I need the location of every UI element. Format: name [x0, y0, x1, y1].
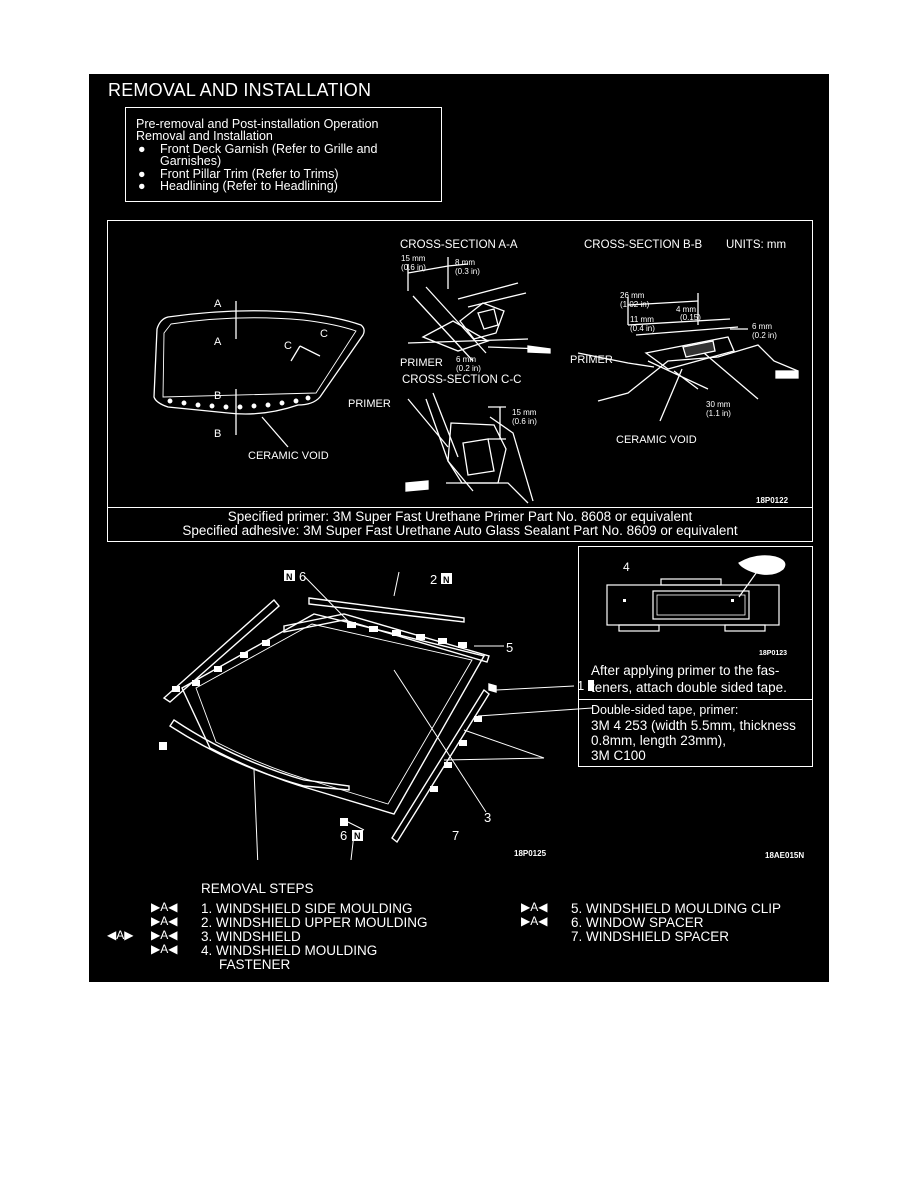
- upper-moulding: [283, 613, 490, 663]
- primer-label-aa: PRIMER: [400, 357, 443, 369]
- removal-steps-heading: REMOVAL STEPS: [201, 881, 314, 896]
- step-7: 7. WINDSHIELD SPACER: [571, 929, 730, 944]
- exploded-view: N 6 2 N 5 1 4 5 3 7 6 N 18P0125: [159, 569, 594, 860]
- exploded-code: 18P0125: [514, 849, 547, 858]
- callout-1: 1: [577, 678, 584, 693]
- callout-3: 3: [484, 810, 491, 825]
- step-3: 3. WINDSHIELD: [201, 929, 301, 944]
- page-title: REMOVAL AND INSTALLATION: [108, 80, 372, 100]
- manual-page: REMOVAL AND INSTALLATION Pre-removal and…: [89, 74, 829, 982]
- detail-note-2: teners, attach double sided tape.: [591, 680, 787, 695]
- step-marker: ▶A◀: [521, 900, 548, 914]
- n-mark: N: [443, 575, 450, 585]
- step-marker: ▶A◀: [151, 942, 178, 956]
- callout-2: 2: [430, 572, 437, 587]
- window-spacer-top: [308, 597, 465, 623]
- n-mark: N: [354, 831, 361, 841]
- aa-dim2-in: (0.3 in): [455, 267, 480, 276]
- aa-dim1: 15 mm: [401, 254, 426, 263]
- cc-dim-in: (0.6 in): [512, 417, 537, 426]
- label-b-bottom: B: [214, 428, 221, 440]
- pre-removal-item: Front Deck Garnish (Refer to Grille and: [160, 142, 378, 156]
- install-marker: ◀A▶: [107, 928, 134, 942]
- label-c-left: C: [284, 340, 292, 352]
- step-marker: ▶A◀: [151, 900, 178, 914]
- detail-note: After applying primer to the fas-: [591, 663, 780, 678]
- bb-dim2: 4 mm: [676, 305, 696, 314]
- callout-6-bottom: 6: [340, 828, 347, 843]
- label-a-top: A: [214, 298, 222, 310]
- step-6: 6. WINDOW SPACER: [571, 915, 704, 930]
- cross-section-cc-title: CROSS-SECTION C-C: [402, 374, 521, 386]
- pre-removal-item: Front Pillar Trim (Refer to Trims): [160, 167, 339, 181]
- label-a-bottom: A: [214, 336, 222, 348]
- tape-spec-heading: Double-sided tape, primer:: [591, 703, 739, 717]
- step-4-cont: FASTENER: [219, 957, 291, 972]
- detail-callout-4: 4: [623, 560, 630, 574]
- reference-code: 18AE015N: [765, 851, 805, 860]
- label-c-right: C: [320, 328, 328, 340]
- step-marker: ▶A◀: [151, 928, 178, 942]
- step-2: 2. WINDSHIELD UPPER MOULDING: [201, 915, 428, 930]
- units-label: UNITS: mm: [726, 239, 786, 251]
- pre-removal-item-cont: Garnishes): [160, 154, 222, 168]
- cc-dim: 15 mm: [512, 408, 537, 417]
- cross-section-diagram: A A B B C C CERAMIC VOID CROSS-SECTION A…: [153, 239, 799, 505]
- step-marker: ▶A◀: [521, 914, 548, 928]
- tape-spec-3: 3M C100: [591, 748, 646, 763]
- bullet-2: ●: [138, 167, 146, 181]
- callout-7: 7: [452, 828, 459, 843]
- step-marker: ▶A◀: [151, 914, 178, 928]
- spec-adhesive: Specified adhesive: 3M Super Fast Uretha…: [182, 523, 738, 538]
- bullet-3: ●: [138, 179, 146, 193]
- ceramic-void-label-bb: CERAMIC VOID: [616, 434, 697, 446]
- bb-dim2-in: (0.15): [680, 313, 701, 322]
- bb-dim3: 11 mm: [630, 315, 654, 324]
- side-moulding-right: [391, 688, 490, 844]
- fastener-diagram: 4 18P0123: [606, 555, 787, 657]
- detail-code: 18P0123: [759, 650, 787, 657]
- bb-dim1: 26 mm: [620, 291, 645, 300]
- window-spacer-bottom: [169, 719, 350, 791]
- aa-dim1-in: (0.6 in): [401, 263, 426, 272]
- label-b-top: B: [214, 390, 221, 402]
- bb-dim3-in: (0.4 in): [630, 324, 655, 333]
- primer-label-bb: PRIMER: [570, 354, 613, 366]
- step-1: 1. WINDSHIELD SIDE MOULDING: [201, 901, 413, 916]
- fastener-detail-panel: 4 18P0123 After applying primer to the f…: [578, 546, 813, 767]
- callout-6-top: 6: [299, 569, 306, 584]
- callout-5-top: 5: [506, 640, 513, 655]
- bb-dim4-in: (0.2 in): [752, 331, 777, 340]
- tape-spec-2: 0.8mm, length 23mm),: [591, 733, 727, 748]
- pre-removal-box: Pre-removal and Post-installation Operat…: [125, 107, 442, 202]
- bb-dim4: 6 mm: [752, 322, 772, 331]
- cross-section-aa-title: CROSS-SECTION A-A: [400, 239, 518, 251]
- pre-removal-item: Headlining (Refer to Headlining): [160, 179, 338, 193]
- pre-removal-heading-2: Removal and Installation: [136, 129, 273, 143]
- cross-section-panel: A A B B C C CERAMIC VOID CROSS-SECTION A…: [107, 220, 813, 542]
- step-5: 5. WINDSHIELD MOULDING CLIP: [571, 901, 782, 916]
- side-moulding-left: [162, 598, 280, 703]
- bb-dim5-in: (1.1 in): [706, 409, 731, 418]
- pre-removal-heading: Pre-removal and Post-installation Operat…: [136, 117, 379, 131]
- aa-dim3-in: (0.2 in): [456, 364, 481, 373]
- aa-dim3: 6 mm: [456, 355, 476, 364]
- aa-dim2: 8 mm: [455, 258, 475, 267]
- tape-spec: 3M 4 253 (width 5.5mm, thickness: [591, 718, 796, 733]
- figure-code: 18P0122: [756, 496, 789, 505]
- windshield-outline: [153, 310, 365, 415]
- bullet-1: ●: [138, 142, 146, 156]
- n-mark: N: [286, 572, 293, 582]
- bb-dim5: 30 mm: [706, 400, 731, 409]
- spec-primer: Specified primer: 3M Super Fast Urethane…: [227, 509, 693, 524]
- bb-dim1-in: (1.02 in): [620, 300, 650, 309]
- ceramic-void-label: CERAMIC VOID: [248, 450, 329, 462]
- step-4: 4. WINDSHIELD MOULDING: [201, 943, 378, 958]
- primer-label-cc: PRIMER: [348, 398, 391, 410]
- cross-section-bb-title: CROSS-SECTION B-B: [584, 239, 703, 251]
